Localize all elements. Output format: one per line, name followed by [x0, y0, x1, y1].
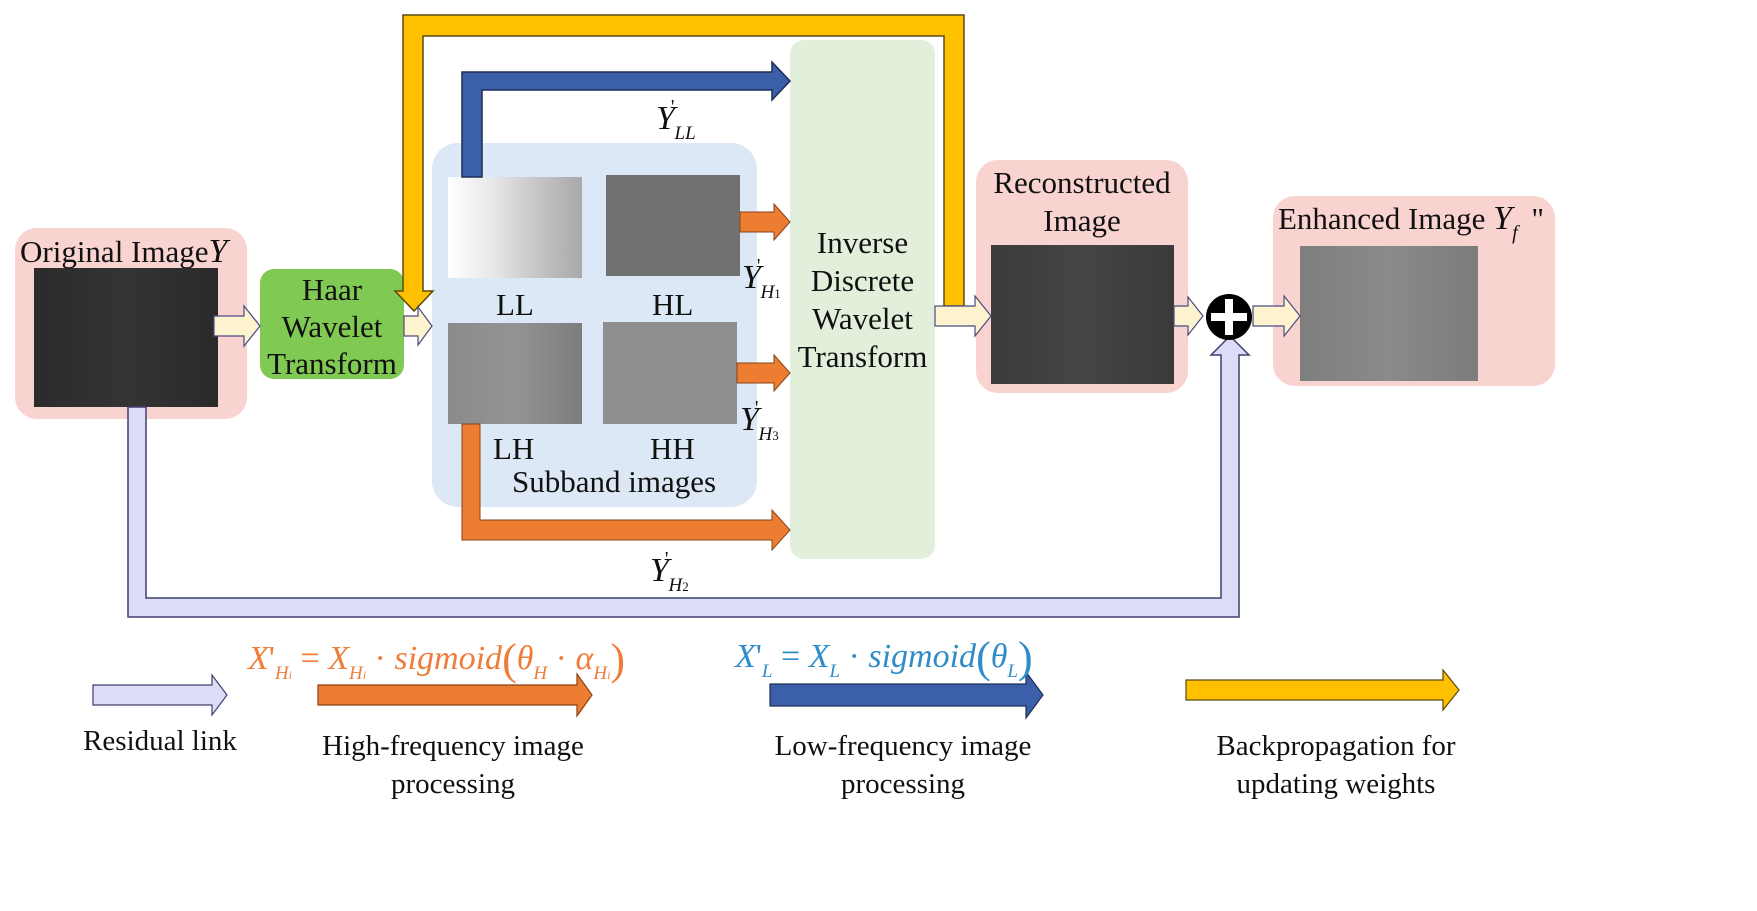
- ll-label: LL: [496, 287, 534, 322]
- reconstructed-label: Reconstructed Image: [993, 165, 1171, 238]
- low-frequency-arrow: [461, 60, 792, 178]
- idwt-panel: [790, 40, 935, 559]
- legend-residual-arrow: [92, 673, 228, 717]
- flow-arrow-reconstructed-to-sum: [1173, 295, 1204, 337]
- flow-arrow-original-to-haar: [213, 304, 261, 348]
- subband-caption: Subband images: [512, 464, 717, 499]
- enhanced-image-label: Enhanced Image Yf ": [1278, 200, 1545, 244]
- enhanced-image: [1300, 246, 1478, 381]
- lh-subband-image: [448, 323, 582, 424]
- high-frequency-arrow-hl: [739, 202, 791, 242]
- high-frequency-equation: X'Hi = XHi · sigmoid(θH · αHi): [248, 635, 626, 684]
- high-frequency-arrow-hh: [736, 353, 791, 393]
- haar-label: Haar Wavelet Transform: [267, 272, 397, 381]
- flow-arrow-sum-to-enhanced: [1252, 294, 1301, 338]
- legend-high-frequency-arrow: [317, 672, 593, 718]
- sum-node-icon: [1206, 294, 1252, 340]
- legend-backprop-label: Backpropagation for updating weights: [1216, 730, 1456, 800]
- hh-label: HH: [650, 431, 695, 466]
- legend-high-frequency-label: High-frequency image processing: [322, 730, 584, 800]
- y-h2-label: Y'H2: [650, 548, 689, 596]
- legend-backprop-arrow: [1185, 668, 1460, 712]
- low-frequency-equation: X'L = XL · sigmoid(θL): [735, 633, 1033, 682]
- legend-low-frequency-label: Low-frequency image processing: [774, 730, 1032, 800]
- y-ll-label: Y'LL: [656, 96, 696, 144]
- high-frequency-arrow-lh: [461, 423, 791, 552]
- y-h3-label: Y'H3: [740, 397, 779, 445]
- haar-box: [260, 269, 404, 379]
- ll-subband-image: [448, 177, 582, 278]
- hl-subband-image: [606, 175, 740, 276]
- reconstructed-image: [991, 245, 1174, 384]
- y-h1-label: Y'H1: [742, 255, 781, 303]
- hh-subband-image: [603, 322, 737, 424]
- backprop-arrow: [393, 14, 965, 313]
- legend-residual-label: Residual link: [83, 725, 237, 757]
- residual-link-arrow: [127, 334, 1251, 618]
- original-image-label: Original ImageY: [20, 233, 228, 270]
- idwt-label: Inverse Discrete Wavelet Transform: [797, 225, 928, 374]
- flow-arrow-haar-to-subbands: [403, 305, 433, 347]
- original-image: [34, 268, 218, 407]
- legend-low-frequency-arrow: [769, 670, 1044, 720]
- lh-label: LH: [493, 431, 535, 466]
- flow-arrow-idwt-to-reconstructed: [934, 294, 992, 338]
- hl-label: HL: [652, 287, 694, 322]
